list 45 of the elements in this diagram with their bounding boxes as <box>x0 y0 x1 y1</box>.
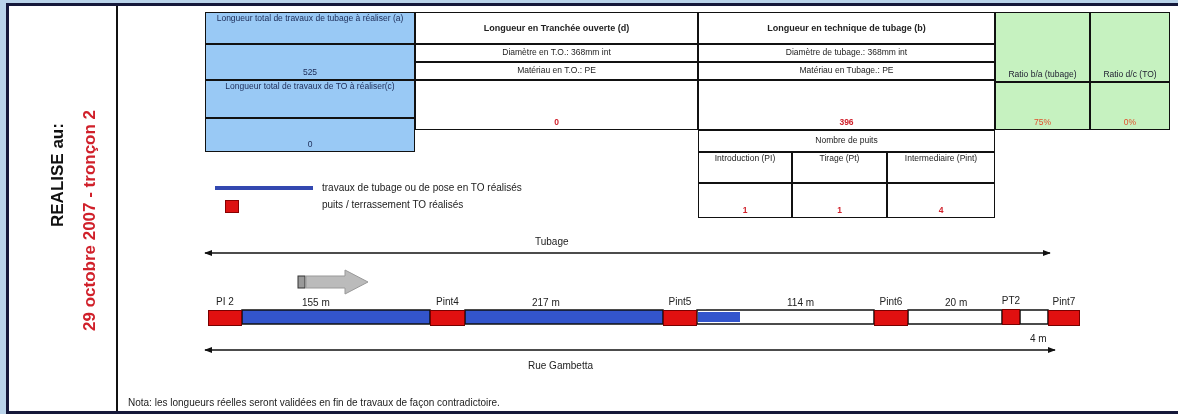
pit-label: PT2 <box>1001 295 1021 306</box>
column-header: Longueur en Tranchée ouverte (d) <box>415 12 698 44</box>
table-cell: Nombre de puits <box>698 130 995 152</box>
table-cell: Matériau en T.O.: PE <box>415 62 698 80</box>
table-cell: Tirage (Pt) <box>792 152 887 183</box>
count-cell: 1 <box>792 183 887 218</box>
edge-label: 217 m <box>532 297 560 308</box>
ratio-value: 75% <box>995 82 1090 130</box>
value-cell: 396 <box>698 80 995 130</box>
legend-text: travaux de tubage ou de pose en TO réalisés <box>322 182 522 193</box>
table-cell: Introduction (PI) <box>698 152 792 183</box>
edge-label: 155 m <box>302 297 330 308</box>
date-text: 29 octobre 2007 - tronçon 2 <box>79 108 100 333</box>
table-cell: Diamètre en T.O.: 368mm int <box>415 44 698 62</box>
table-cell: Diamètre de tubage.: 368mm int <box>698 44 995 62</box>
ratio-value: 0% <box>1090 82 1170 130</box>
column-header: Longueur en technique de tubage (b) <box>698 12 995 44</box>
count-cell: 4 <box>887 183 995 218</box>
table-cell: Longueur total de travaux de tubage à réaliser (a) <box>205 12 415 44</box>
value-cell: 0 <box>415 80 698 130</box>
title-text: REALISE au: <box>47 122 68 230</box>
footnote: Nota: les longueurs réelles seront validées en fin de travaux de façon contradictoire. <box>128 397 500 408</box>
pit-label: Pint5 <box>668 296 692 307</box>
pit-label: PI 2 <box>216 296 234 307</box>
pit-label: Pint7 <box>1052 296 1076 307</box>
pipe-segment <box>241 309 431 325</box>
pit-label: Pint6 <box>879 296 903 307</box>
ratio-header: Ratio d/c (TO) <box>1090 12 1170 82</box>
pipe-segment <box>907 309 1003 325</box>
edge-label: 4 m <box>1030 333 1047 344</box>
ratio-header: Ratio b/a (tubage) <box>995 12 1090 82</box>
dimension-label: Tubage <box>535 236 569 247</box>
value-cell: 0 <box>205 118 415 152</box>
table-cell: Matériau en Tubage.: PE <box>698 62 995 80</box>
value-cell: 525 <box>205 44 415 80</box>
table-cell: Intermediaire (Pint) <box>887 152 995 183</box>
legend-text: puits / terrassement TO réalisés <box>322 199 464 210</box>
edge-label: 114 m <box>787 297 815 308</box>
pipe-segment <box>1019 309 1049 325</box>
pipe-segment <box>464 309 664 325</box>
pit-label: Pint4 <box>436 296 459 307</box>
street-label: Rue Gambetta <box>528 360 594 371</box>
table-cell: Longueur total de travaux de TO à réaliser(c) <box>205 80 415 118</box>
count-cell: 1 <box>698 183 792 218</box>
edge-label: 20 m <box>945 297 968 308</box>
